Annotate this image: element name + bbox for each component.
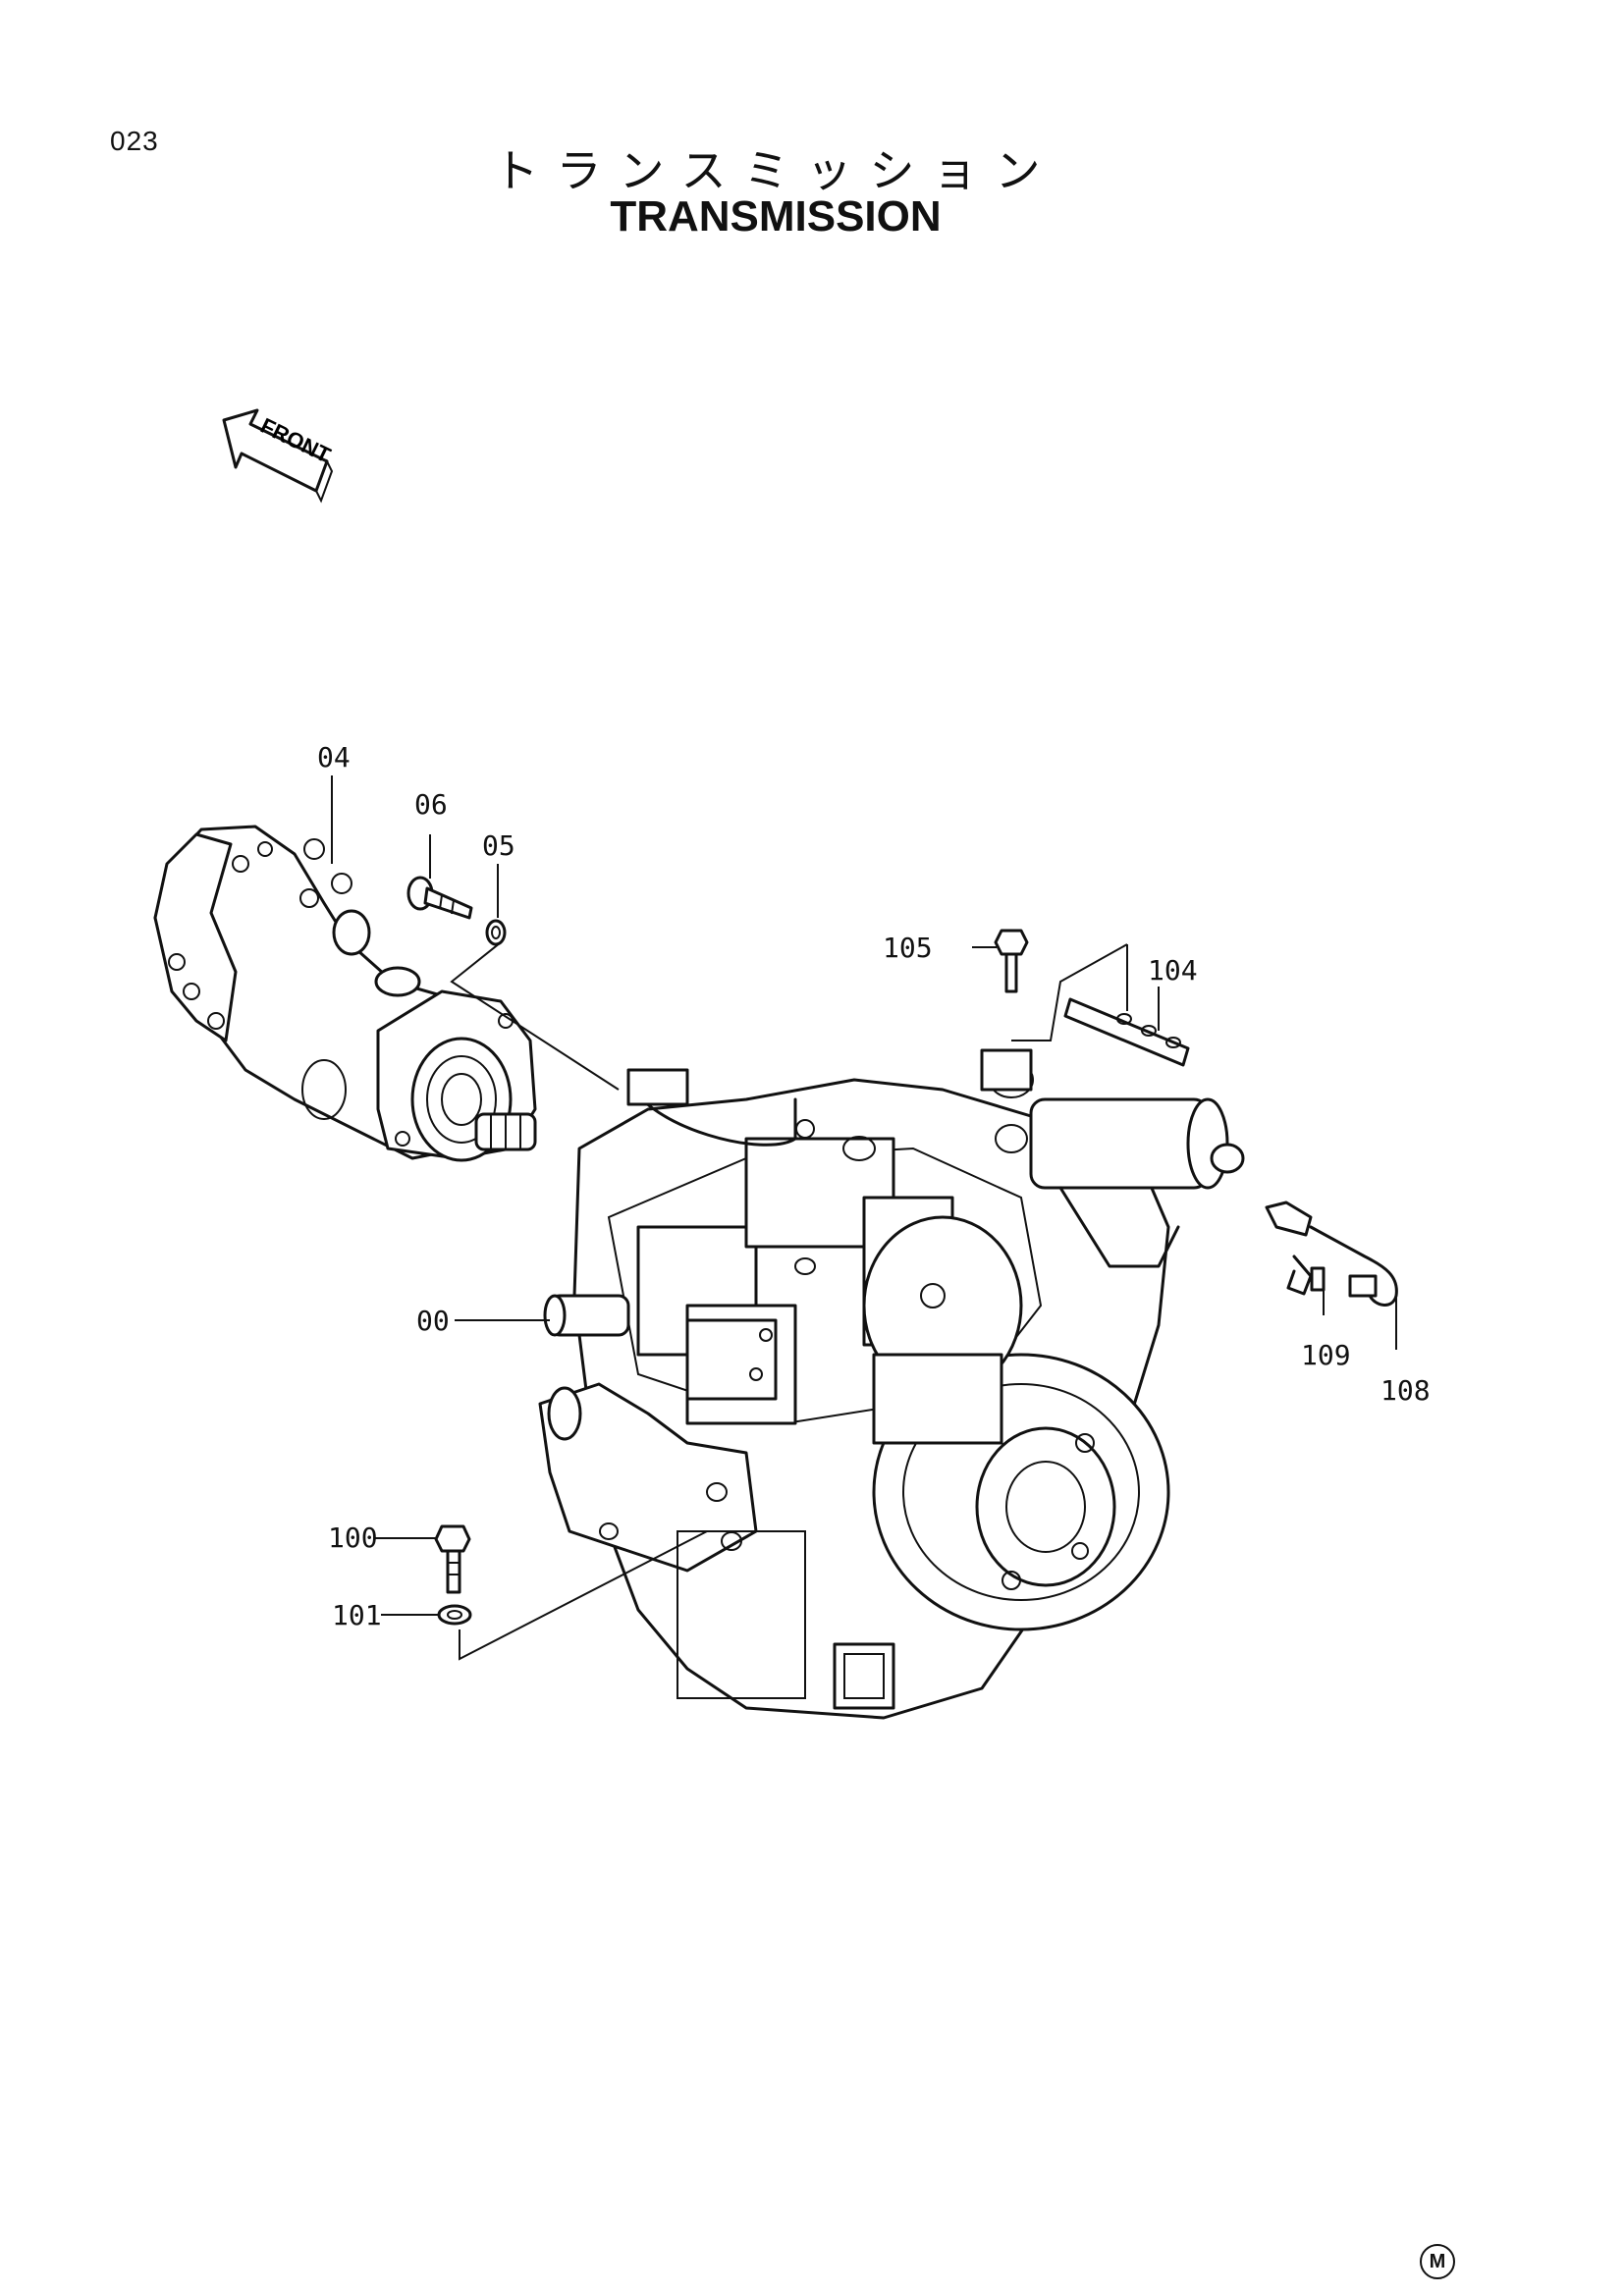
clip-109-drawing [1286, 1255, 1326, 1296]
part-label-105: 105 [883, 932, 933, 964]
part-label-101: 101 [332, 1599, 382, 1631]
part-label-108: 108 [1380, 1374, 1431, 1407]
title-english: TRANSMISSION [610, 192, 942, 240]
sensor-108-drawing [1265, 1201, 1398, 1307]
part-label-100: 100 [328, 1522, 378, 1554]
part-label-00: 00 [416, 1305, 450, 1337]
part-label-06: 06 [414, 788, 448, 821]
bolt-06-drawing [406, 876, 473, 920]
title-japanese: トランスミッション [493, 144, 1058, 197]
part-label-104: 104 [1148, 954, 1198, 987]
part-label-109: 109 [1301, 1339, 1351, 1371]
front-arrow-icon: FRONT [222, 408, 335, 504]
transmission-body-drawing [538, 1048, 1245, 1720]
bracket-104-drawing [1063, 997, 1190, 1067]
part-label-05: 05 [482, 829, 515, 862]
bolt-100-drawing [434, 1524, 471, 1594]
hydraulic-motor-drawing [153, 825, 537, 1162]
washer-05-drawing [485, 919, 507, 946]
corner-mark: M [1420, 2244, 1455, 2279]
washer-101-drawing [437, 1604, 472, 1626]
leader-lines [331, 775, 1397, 1661]
part-label-04: 04 [317, 741, 351, 774]
bolt-105-drawing [994, 929, 1029, 993]
page-number: 023 [110, 126, 159, 156]
